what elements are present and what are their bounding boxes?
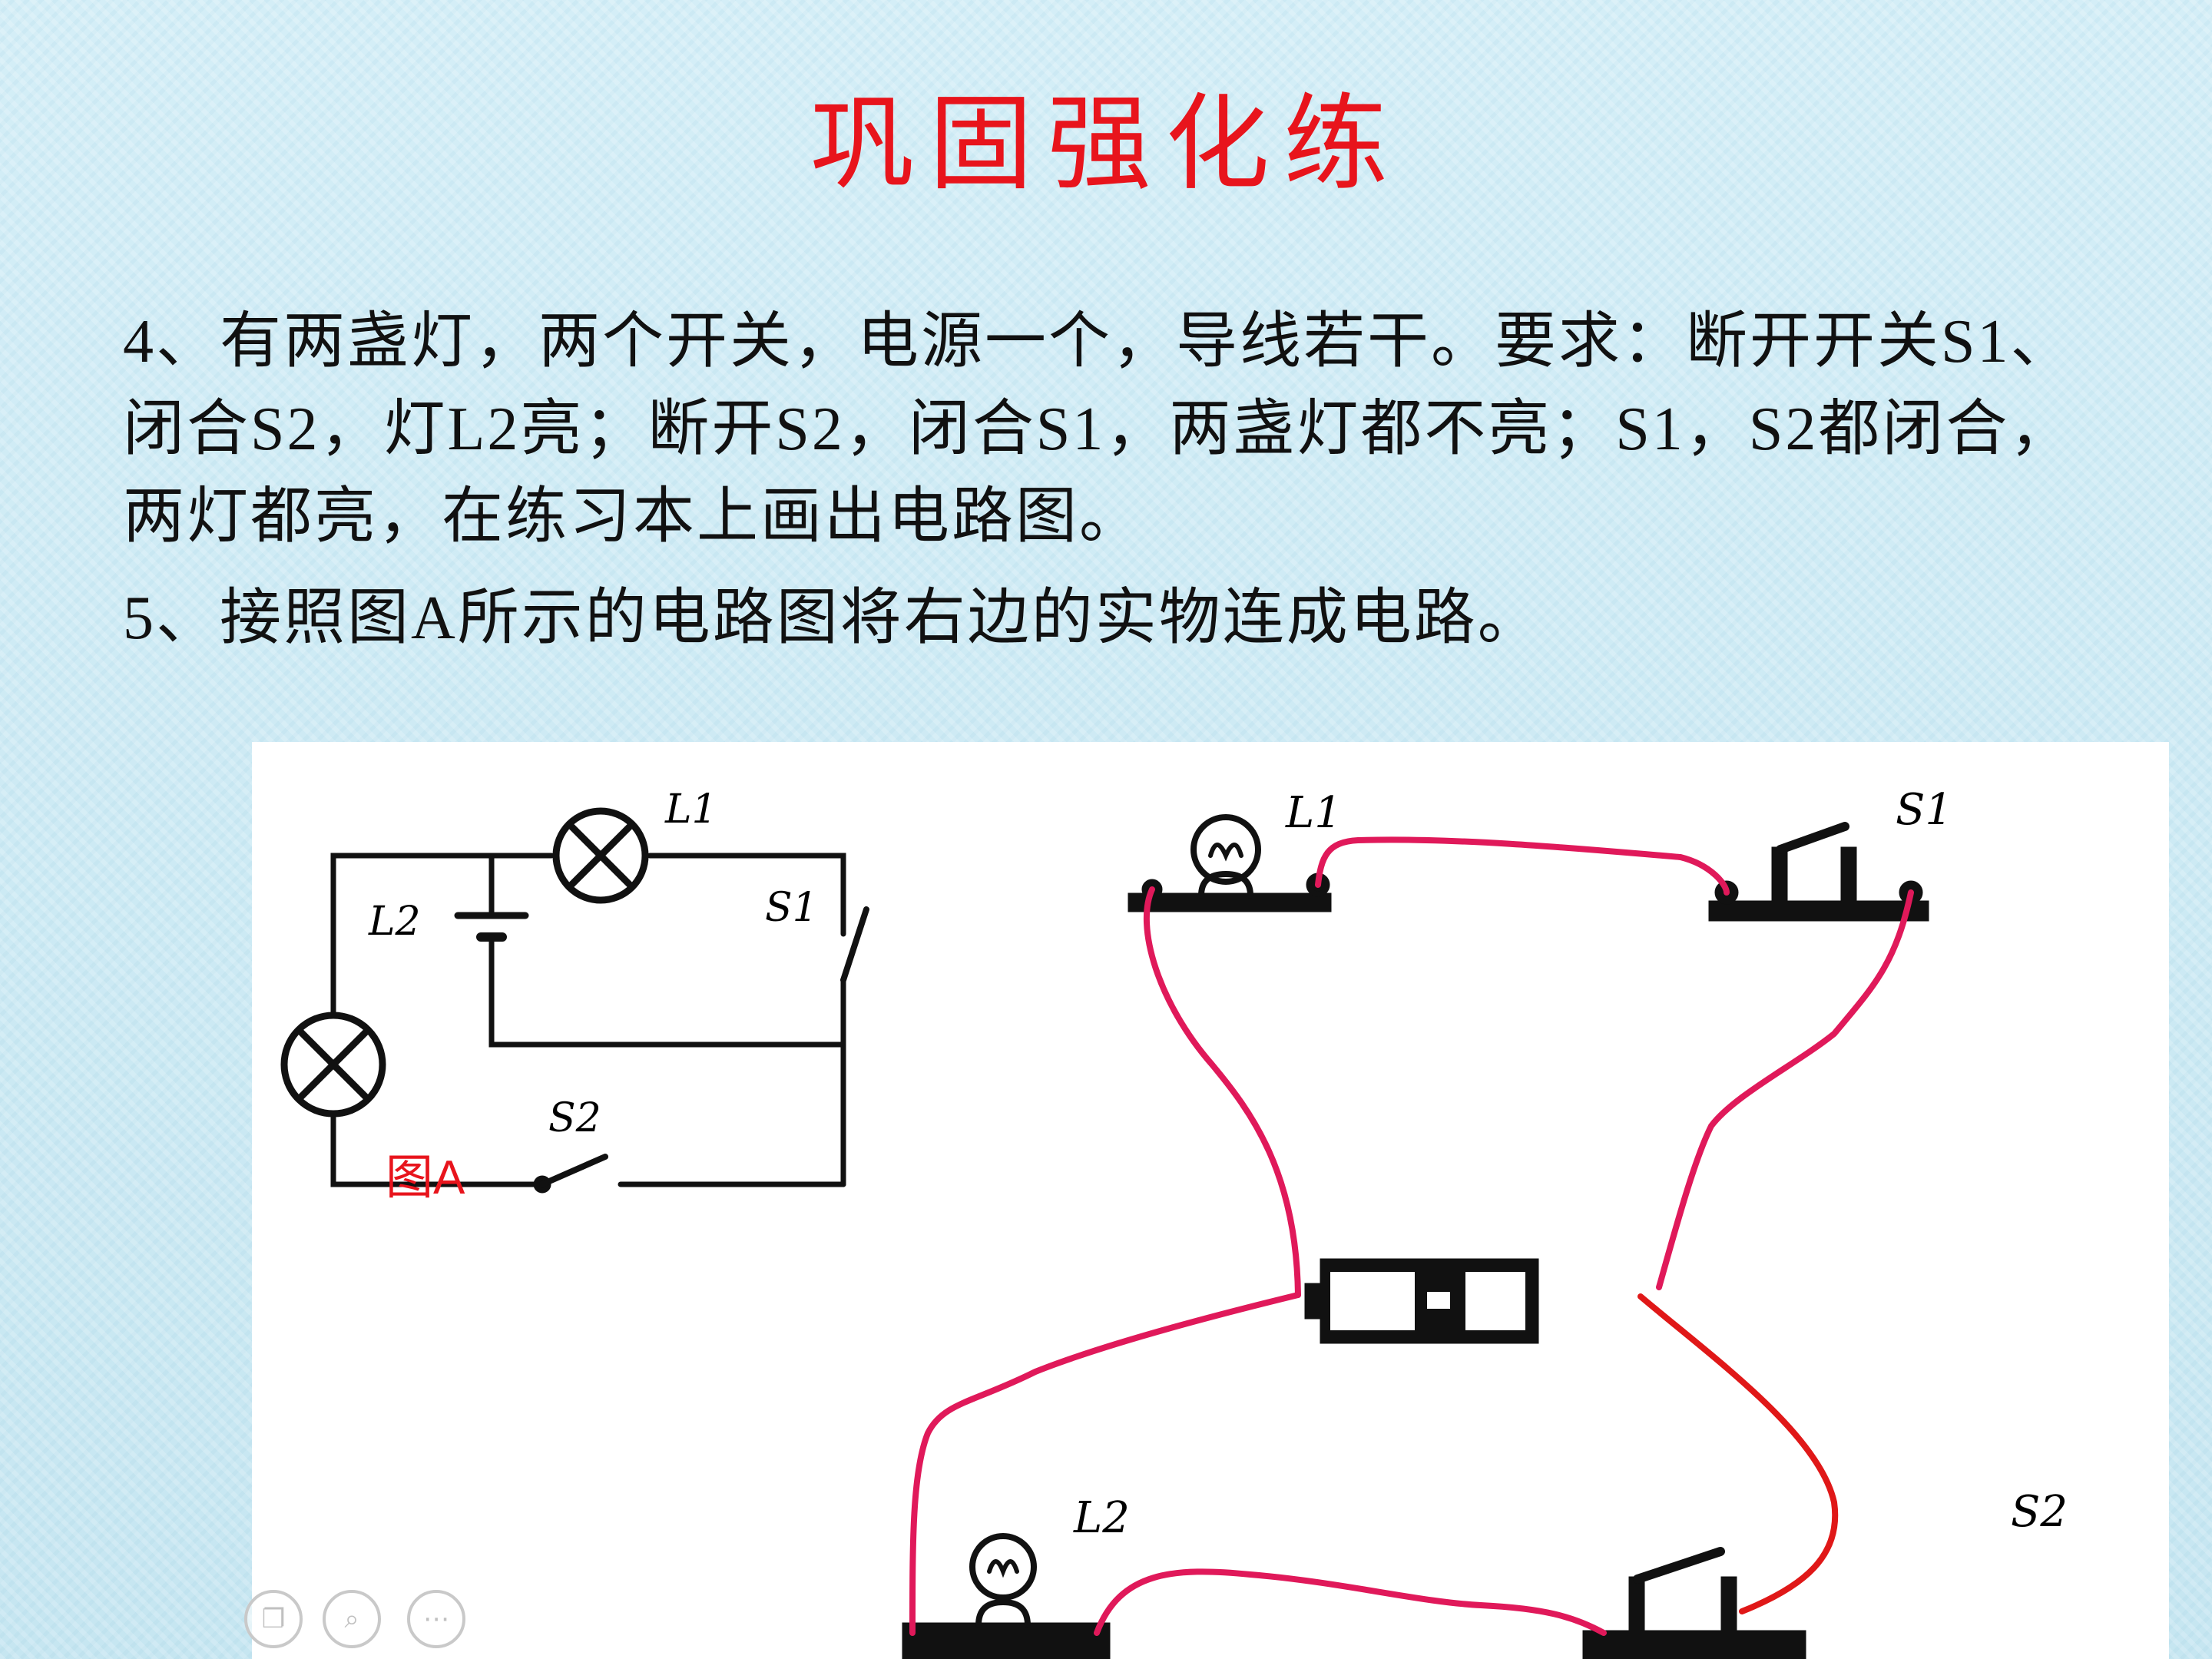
wire-l1-s1 (1315, 836, 1730, 896)
wire-l2-s2 (1094, 1568, 1607, 1636)
copy-icon[interactable]: ❐ (244, 1590, 303, 1648)
zoom-icon[interactable]: ⌕ (323, 1590, 381, 1648)
physical-lamp-l2 (902, 1533, 1111, 1659)
schematic-label-s1: S1 (765, 885, 818, 931)
wire-battery-s2 (1637, 1293, 1839, 1614)
physical-switch-s2 (1582, 1547, 1806, 1659)
more-icon[interactable]: ⋯ (407, 1590, 465, 1648)
physical-label-l1: L1 (1286, 788, 1342, 838)
physical-lamp-l1 (1128, 814, 1332, 912)
physical-label-s1: S1 (1896, 785, 1952, 835)
wire-battery-l2 (909, 1292, 1301, 1636)
physical-battery (1304, 1258, 1539, 1344)
physical-label-s2: S2 (2011, 1487, 2068, 1537)
schematic-diagram (280, 807, 869, 1194)
physical-switch-s1 (1708, 822, 1929, 922)
slide-title: 巩固强化练 (810, 84, 1402, 205)
switch-s2-symbol (533, 1154, 846, 1194)
schematic-label-s2: S2 (548, 1095, 601, 1141)
schematic-label-l2: L2 (369, 899, 421, 945)
schematic-wire (330, 853, 555, 1014)
question-5: 5、接照图A所示的电路图将右边的实物连成电路。 (123, 584, 1541, 652)
question-4: 4、有两盏灯，两个开关，电源一个，导线若干。要求：断开开关S1、闭合S2，灯L2… (123, 308, 2075, 551)
wire-l1-battery (1143, 886, 1301, 1298)
schematic-label-l1: L1 (665, 786, 717, 833)
physical-label-l2: L2 (1074, 1493, 1130, 1543)
battery-symbol (454, 853, 846, 1048)
circuit-figure: L1 L2 S1 S2 图A L1 S1 L2 S2 (252, 742, 2169, 1659)
circuit-drawing (280, 807, 1929, 1659)
switch-s1-symbol (840, 906, 869, 1187)
wire-s1-battery (1656, 889, 1914, 1290)
schematic-wire (647, 853, 846, 912)
figure-a-label: 图A (386, 1151, 465, 1204)
lamp-l1-symbol (552, 807, 649, 904)
drawn-wires (909, 836, 1914, 1636)
lamp-l2-symbol (280, 1008, 539, 1187)
